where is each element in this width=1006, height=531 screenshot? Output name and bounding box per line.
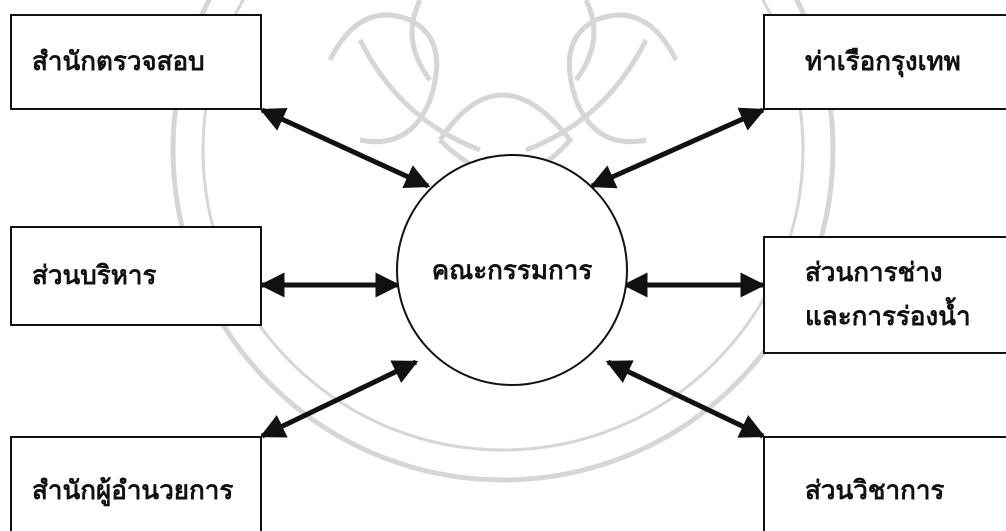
box-inspection-office: สำนักตรวจสอบ (10, 14, 262, 110)
engineering-label-line2: และการร่องน้ำ (805, 295, 971, 339)
box-port-bangkok: ท่าเรือกรุงเทพ (763, 14, 1006, 110)
arrow-port (592, 110, 763, 186)
inspection-office-label: สำนักตรวจสอบ (32, 49, 205, 75)
arrow-inspection (262, 110, 428, 186)
box-admin-division: ส่วนบริหาร (10, 226, 262, 326)
box-director-office: สำนักผู้อำนวยการ (10, 436, 262, 531)
engineering-label-line1: ส่วนการช่าง (805, 251, 943, 295)
port-bangkok-label: ท่าเรือกรุงเทพ (805, 49, 961, 75)
committee-label: คณะกรรมการ (432, 250, 593, 291)
admin-division-label: ส่วนบริหาร (32, 263, 156, 289)
box-engineering-division: ส่วนการช่าง และการร่องน้ำ (763, 236, 1006, 354)
committee-hub: คณะกรรมการ (396, 154, 628, 386)
director-office-label: สำนักผู้อำนวยการ (32, 478, 233, 504)
arrow-academic (608, 362, 763, 436)
academic-division-label: ส่วนวิชาการ (805, 478, 944, 504)
arrow-director (262, 362, 416, 436)
box-academic-division: ส่วนวิชาการ (763, 436, 1006, 531)
